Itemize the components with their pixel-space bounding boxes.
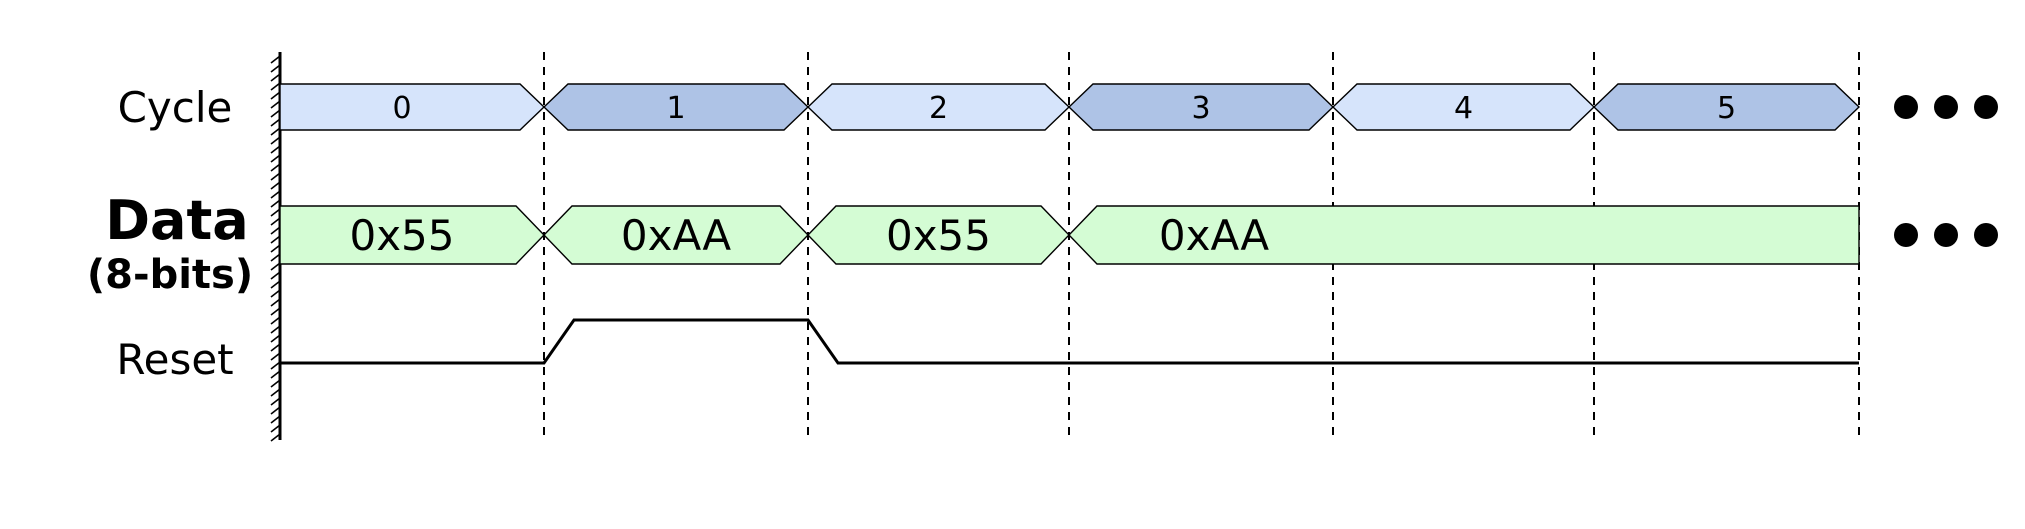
data-signal-label: Data xyxy=(105,189,249,252)
cycle-segment xyxy=(1592,83,1861,131)
cycle-bus: 0 1 2 3 4 5 xyxy=(279,83,1861,131)
cycle-value-label: 2 xyxy=(929,91,948,126)
data-value-label: 0xAA xyxy=(621,211,731,260)
data-segment xyxy=(1068,205,1860,265)
data-segment xyxy=(279,205,545,265)
data-signal-sublabel: (8-bits) xyxy=(87,252,253,298)
cycle-value-label: 5 xyxy=(1717,91,1736,126)
data-value-label: 0xAA xyxy=(1159,211,1269,260)
reset-signal-label: Reset xyxy=(116,335,233,384)
data-bus: 0x55 0xAA 0x55 0xAA xyxy=(279,205,1860,265)
time-origin-wall xyxy=(270,52,282,442)
data-value-label: 0x55 xyxy=(349,211,454,260)
cycle-value-label: 3 xyxy=(1191,91,1210,126)
cycle-value-label: 1 xyxy=(666,91,685,126)
cycle-signal-label: Cycle xyxy=(118,83,233,132)
cycle-segment xyxy=(279,83,546,131)
data-value-label: 0x55 xyxy=(886,211,991,260)
data-continuation-dots xyxy=(1894,223,1998,247)
cycle-value-label: 0 xyxy=(392,91,411,126)
cycle-value-label: 4 xyxy=(1454,91,1473,126)
cycle-continuation-dots xyxy=(1894,95,1998,119)
reset-waveform xyxy=(280,318,1859,365)
